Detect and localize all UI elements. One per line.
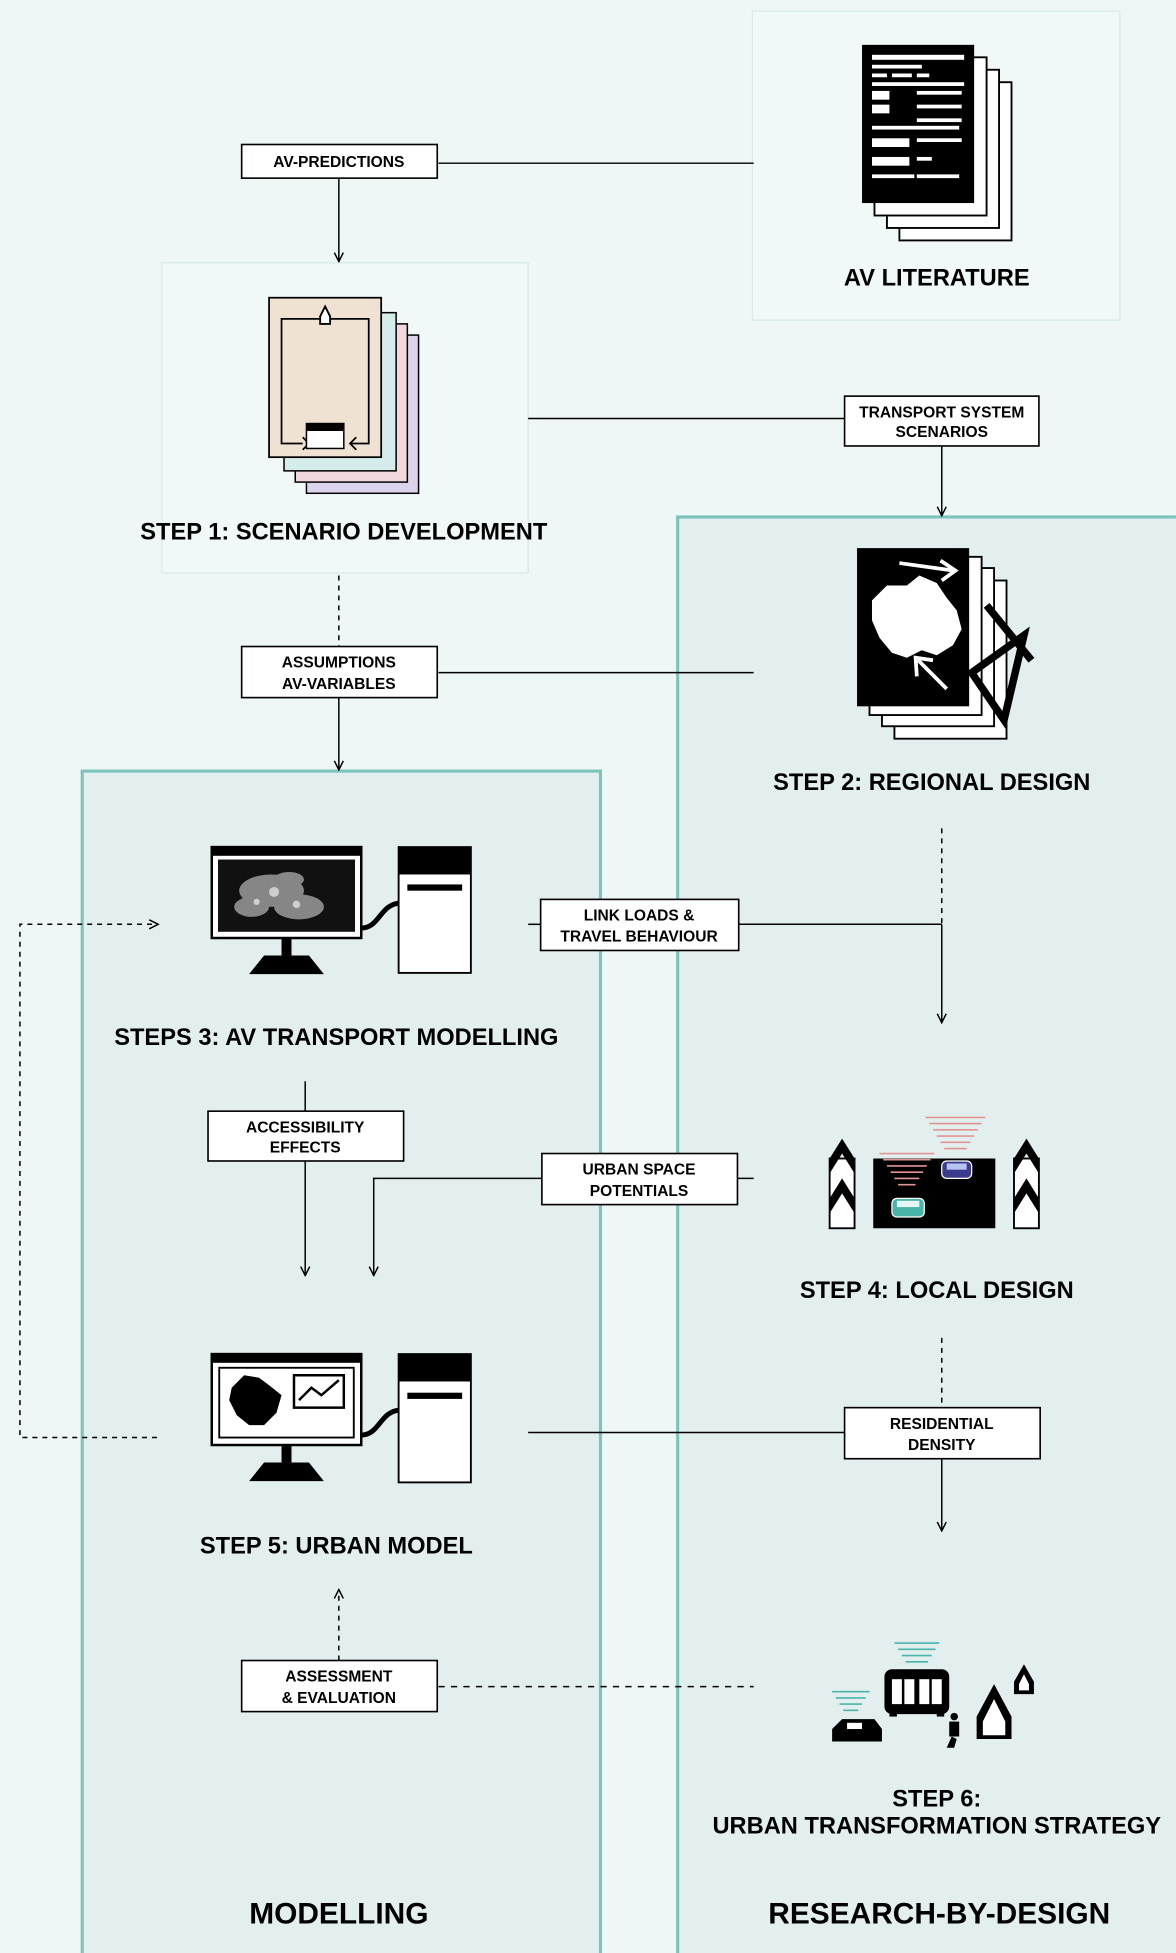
street-section-icon xyxy=(828,1116,1040,1230)
computer-urban-model-icon xyxy=(210,1352,472,1484)
connector-av-predictions-label: AV-PREDICTIONS xyxy=(273,154,404,171)
step6-label-line2: URBAN TRANSFORMATION STRATEGY xyxy=(712,1814,1161,1840)
step4-label: STEP 4: LOCAL DESIGN xyxy=(800,1278,1074,1304)
regional-map-icon xyxy=(857,548,1035,740)
computer-heatmap-icon xyxy=(210,845,472,975)
connector-assessment: ASSESSMENT & EVALUATION xyxy=(240,1659,439,1713)
connector-link-loads-line1: LINK LOADS & xyxy=(584,908,695,925)
connector-residential-density-line1: RESIDENTIAL xyxy=(890,1416,994,1433)
connector-residential-density: RESIDENTIAL DENSITY xyxy=(843,1406,1041,1460)
step1-label: STEP 1: SCENARIO DEVELOPMENT xyxy=(140,519,548,545)
connector-av-predictions: AV-PREDICTIONS xyxy=(240,143,439,179)
connector-transport-scenarios: TRANSPORT SYSTEM SCENARIOS xyxy=(843,395,1040,447)
connector-urban-space-line1: URBAN SPACE xyxy=(583,1162,696,1179)
step2-label: STEP 2: REGIONAL DESIGN xyxy=(773,770,1090,796)
document-stack-icon xyxy=(862,44,1013,242)
connector-urban-space: URBAN SPACE POTENTIALS xyxy=(541,1152,739,1206)
step5-label: STEP 5: URBAN MODEL xyxy=(200,1533,473,1559)
urban-mobility-icon xyxy=(832,1642,1034,1748)
connector-transport-scenarios-line1: TRANSPORT SYSTEM xyxy=(859,404,1024,421)
connector-accessibility-line2: EFFECTS xyxy=(270,1139,341,1156)
connector-assumptions-line1: ASSUMPTIONS xyxy=(282,655,396,672)
av-literature-label: AV LITERATURE xyxy=(844,265,1030,291)
connector-urban-space-line2: POTENTIALS xyxy=(590,1183,689,1200)
step3-label: STEPS 3: AV TRANSPORT MODELLING xyxy=(114,1025,558,1051)
connector-transport-scenarios-line2: SCENARIOS xyxy=(895,424,988,441)
connector-assumptions-line2: AV-VARIABLES xyxy=(282,676,396,693)
connector-assumptions: ASSUMPTIONS AV-VARIABLES xyxy=(240,645,439,699)
scenario-cards-icon xyxy=(268,296,420,495)
connector-residential-density-line2: DENSITY xyxy=(908,1437,976,1454)
modelling-title: MODELLING xyxy=(249,1897,428,1930)
connector-link-loads: LINK LOADS & TRAVEL BEHAVIOUR xyxy=(539,898,740,952)
research-by-design-title: RESEARCH-BY-DESIGN xyxy=(768,1897,1110,1930)
step6-label-line1: STEP 6: xyxy=(892,1786,981,1812)
connector-accessibility-line1: ACCESSIBILITY xyxy=(246,1119,365,1136)
connector-link-loads-line2: TRAVEL BEHAVIOUR xyxy=(560,929,717,946)
connector-accessibility: ACCESSIBILITY EFFECTS xyxy=(207,1110,405,1162)
connector-assessment-line1: ASSESSMENT xyxy=(285,1669,393,1686)
connector-assessment-line2: & EVALUATION xyxy=(282,1690,396,1707)
